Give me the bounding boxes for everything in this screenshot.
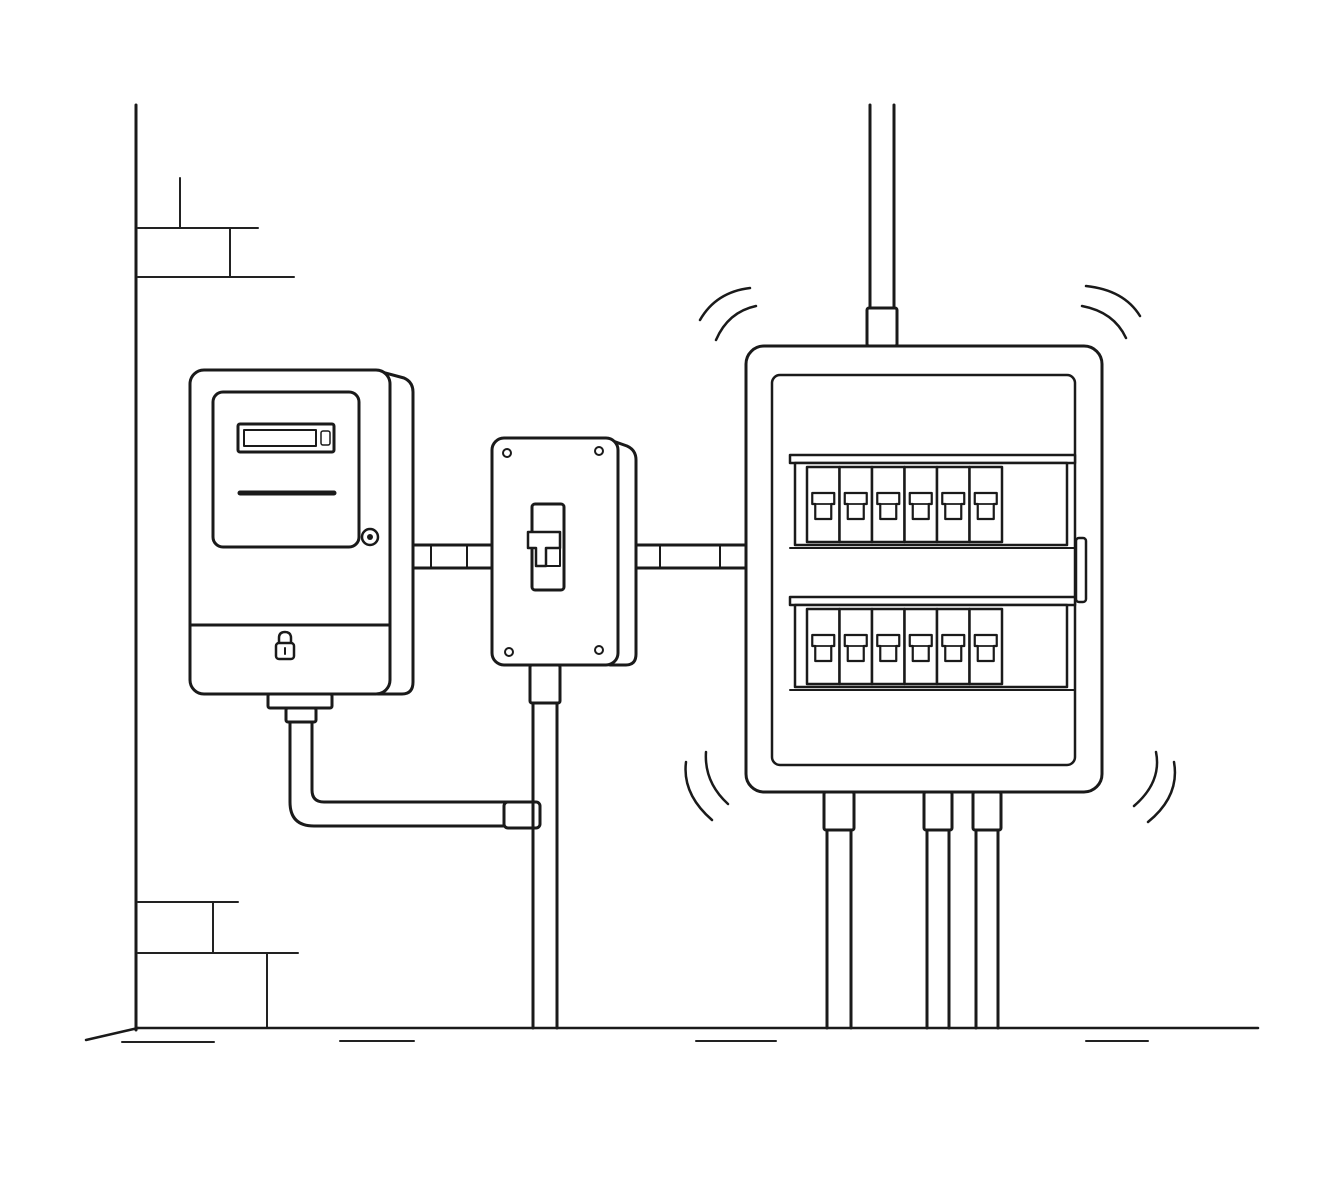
conduit-panel-down-1 bbox=[825, 826, 853, 1030]
breaker bbox=[838, 465, 874, 544]
breaker bbox=[870, 607, 906, 686]
switch-lever-icon bbox=[526, 530, 562, 568]
breaker-row-1-breakers bbox=[805, 465, 1004, 544]
conduit-switch-panel bbox=[634, 543, 748, 570]
breaker-row-2-breakers bbox=[805, 607, 1004, 686]
breaker-panel-door bbox=[770, 373, 1077, 767]
vibration-marks bbox=[684, 284, 1177, 824]
conduit-switch-down bbox=[531, 698, 559, 1030]
conduit-elbow-coupling bbox=[502, 800, 542, 830]
breaker bbox=[935, 607, 971, 686]
conduit-panel-down-3 bbox=[974, 826, 1000, 1030]
meter-base-coupling bbox=[266, 692, 334, 710]
screw-icon bbox=[502, 446, 604, 657]
breaker bbox=[968, 607, 1004, 686]
breaker bbox=[903, 607, 939, 686]
breaker bbox=[903, 465, 939, 544]
conduit-panel-down-2 bbox=[925, 826, 951, 1030]
breaker bbox=[805, 465, 841, 544]
breaker bbox=[805, 607, 841, 686]
conduit-meter-elbow bbox=[288, 718, 522, 828]
conduit-top bbox=[868, 103, 896, 310]
breaker-panel bbox=[744, 344, 1104, 794]
floor bbox=[84, 1026, 1260, 1043]
breaker bbox=[935, 465, 971, 544]
conduit-top-coupling bbox=[865, 306, 899, 348]
vibration-mark-bottom-left bbox=[684, 750, 730, 822]
vibration-mark-bottom-right bbox=[1132, 750, 1177, 824]
disconnect-switch bbox=[490, 436, 638, 667]
conduit-switch-coupling bbox=[528, 663, 562, 705]
conduit-meter-switch bbox=[410, 543, 494, 570]
vibration-mark-top-right bbox=[1080, 284, 1142, 340]
wall bbox=[134, 103, 299, 1032]
breaker bbox=[870, 465, 906, 544]
panel-door-handle bbox=[1074, 536, 1088, 604]
meter-window bbox=[211, 390, 361, 549]
lock-icon bbox=[274, 630, 296, 661]
breaker bbox=[968, 465, 1004, 544]
electricity-meter bbox=[188, 368, 415, 724]
breaker bbox=[838, 607, 874, 686]
vibration-mark-top-left bbox=[698, 286, 758, 342]
